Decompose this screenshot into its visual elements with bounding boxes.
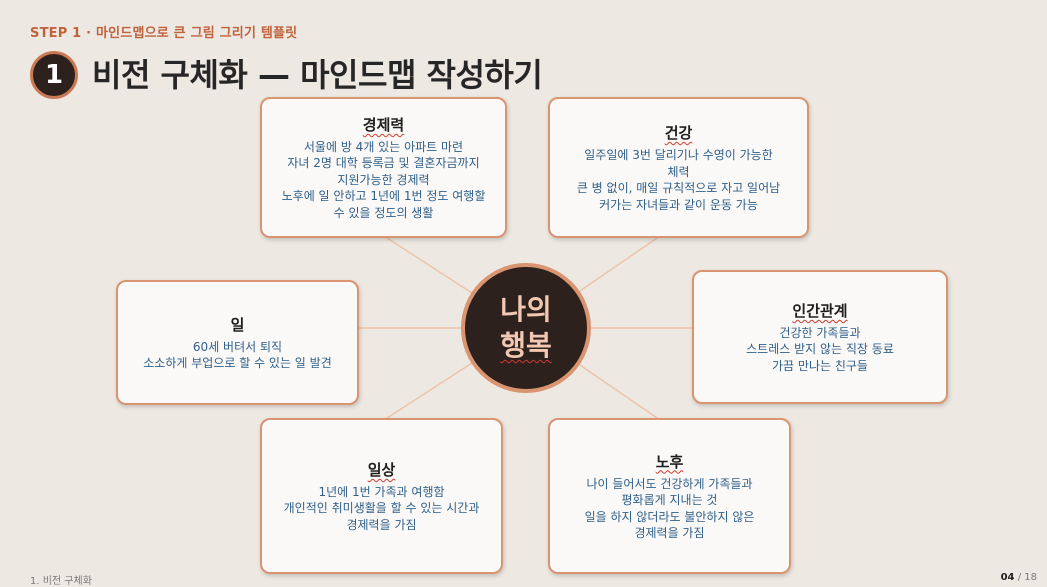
node-title: 인간관계 [792,301,848,320]
node-line: 건강한 가족들과 [779,325,861,340]
node-line: 서울에 방 4개 있는 아파트 마련 [303,139,464,154]
node-line: 큰 병 없이, 매일 규칙적으로 자고 일어남 [576,181,781,195]
page-current: 04 [1000,572,1015,583]
node-line: 가끔 만나는 친구들 [772,358,868,373]
node-relations: 인간관계 건강한 가족들과 스트레스 받지 않는 직장 동료 가끔 만나는 친구… [692,270,948,404]
section-number-badge: 1 [30,51,78,99]
footer-section-label: 1. 비전 구체화 [30,576,92,587]
page-title: 비전 구체화 — 마인드맵 작성하기 [92,56,543,94]
node-daily: 일상 1년에 1번 가족과 여행함 개인적인 취미생활을 할 수 있는 시간과 … [260,418,503,574]
central-node: 나의 행복 [461,263,591,393]
page-indicator: 04 / 18 [1001,572,1037,583]
node-line: 스트레스 받지 않는 직장 동료 [746,342,894,357]
node-line: 노후에 일 안하고 1년에 1번 정도 여행할 [281,189,486,204]
page-total: 18 [1024,572,1037,583]
node-line: 60세 버텨서 퇴직 [192,339,283,354]
node-line: 일을 하지 않더라도 불안하지 않은 [584,509,755,524]
node-line: 경제력을 가짐 [346,517,417,532]
node-title: 일 [230,315,245,334]
page-separator: / [1017,572,1022,583]
node-title: 노후 [655,452,684,471]
node-title: 경제력 [362,115,405,134]
node-line: 커가는 자녀들과 같이 운동 가능 [599,197,758,212]
node-line: 경제력을 가짐 [634,526,705,540]
node-title: 일상 [367,460,396,479]
node-title: 건강 [664,124,693,142]
node-line: 일주일에 3번 달리기나 수영이 가능한 [584,148,773,162]
node-line: 개인적인 취미생활을 할 수 있는 시간과 [283,501,480,516]
node-health: 건강 일주일에 3번 달리기나 수영이 가능한 체력 큰 병 없이, 매일 규칙… [548,97,809,238]
node-economy: 경제력 서울에 방 4개 있는 아파트 마련 자녀 2명 대학 등록금 및 결혼… [260,97,507,238]
central-node-line2: 행복 [500,329,552,362]
node-line: 지원가능한 경제력 [337,172,430,187]
node-retirement: 노후 나이 들어서도 건강하게 가족들과 평화롭게 지내는 것 일을 하지 않더… [548,418,791,574]
node-line: 1년에 1번 가족과 여행함 [318,484,445,499]
node-line: 평화롭게 지내는 것 [621,493,718,507]
step-label: STEP 1 · 마인드맵으로 큰 그림 그리기 템플릿 [30,26,298,41]
node-line: 체력 [667,164,690,179]
node-line: 자녀 2명 대학 등록금 및 결혼자금까지 [287,156,480,171]
node-line: 나이 들어서도 건강하게 가족들과 [586,476,753,491]
node-line: 수 있을 정도의 생활 [333,205,434,220]
node-line: 소소하게 부업으로 할 수 있는 일 발견 [143,356,332,370]
central-node-line1: 나의 [500,293,552,326]
node-work: 일 60세 버텨서 퇴직 소소하게 부업으로 할 수 있는 일 발견 [116,280,359,405]
